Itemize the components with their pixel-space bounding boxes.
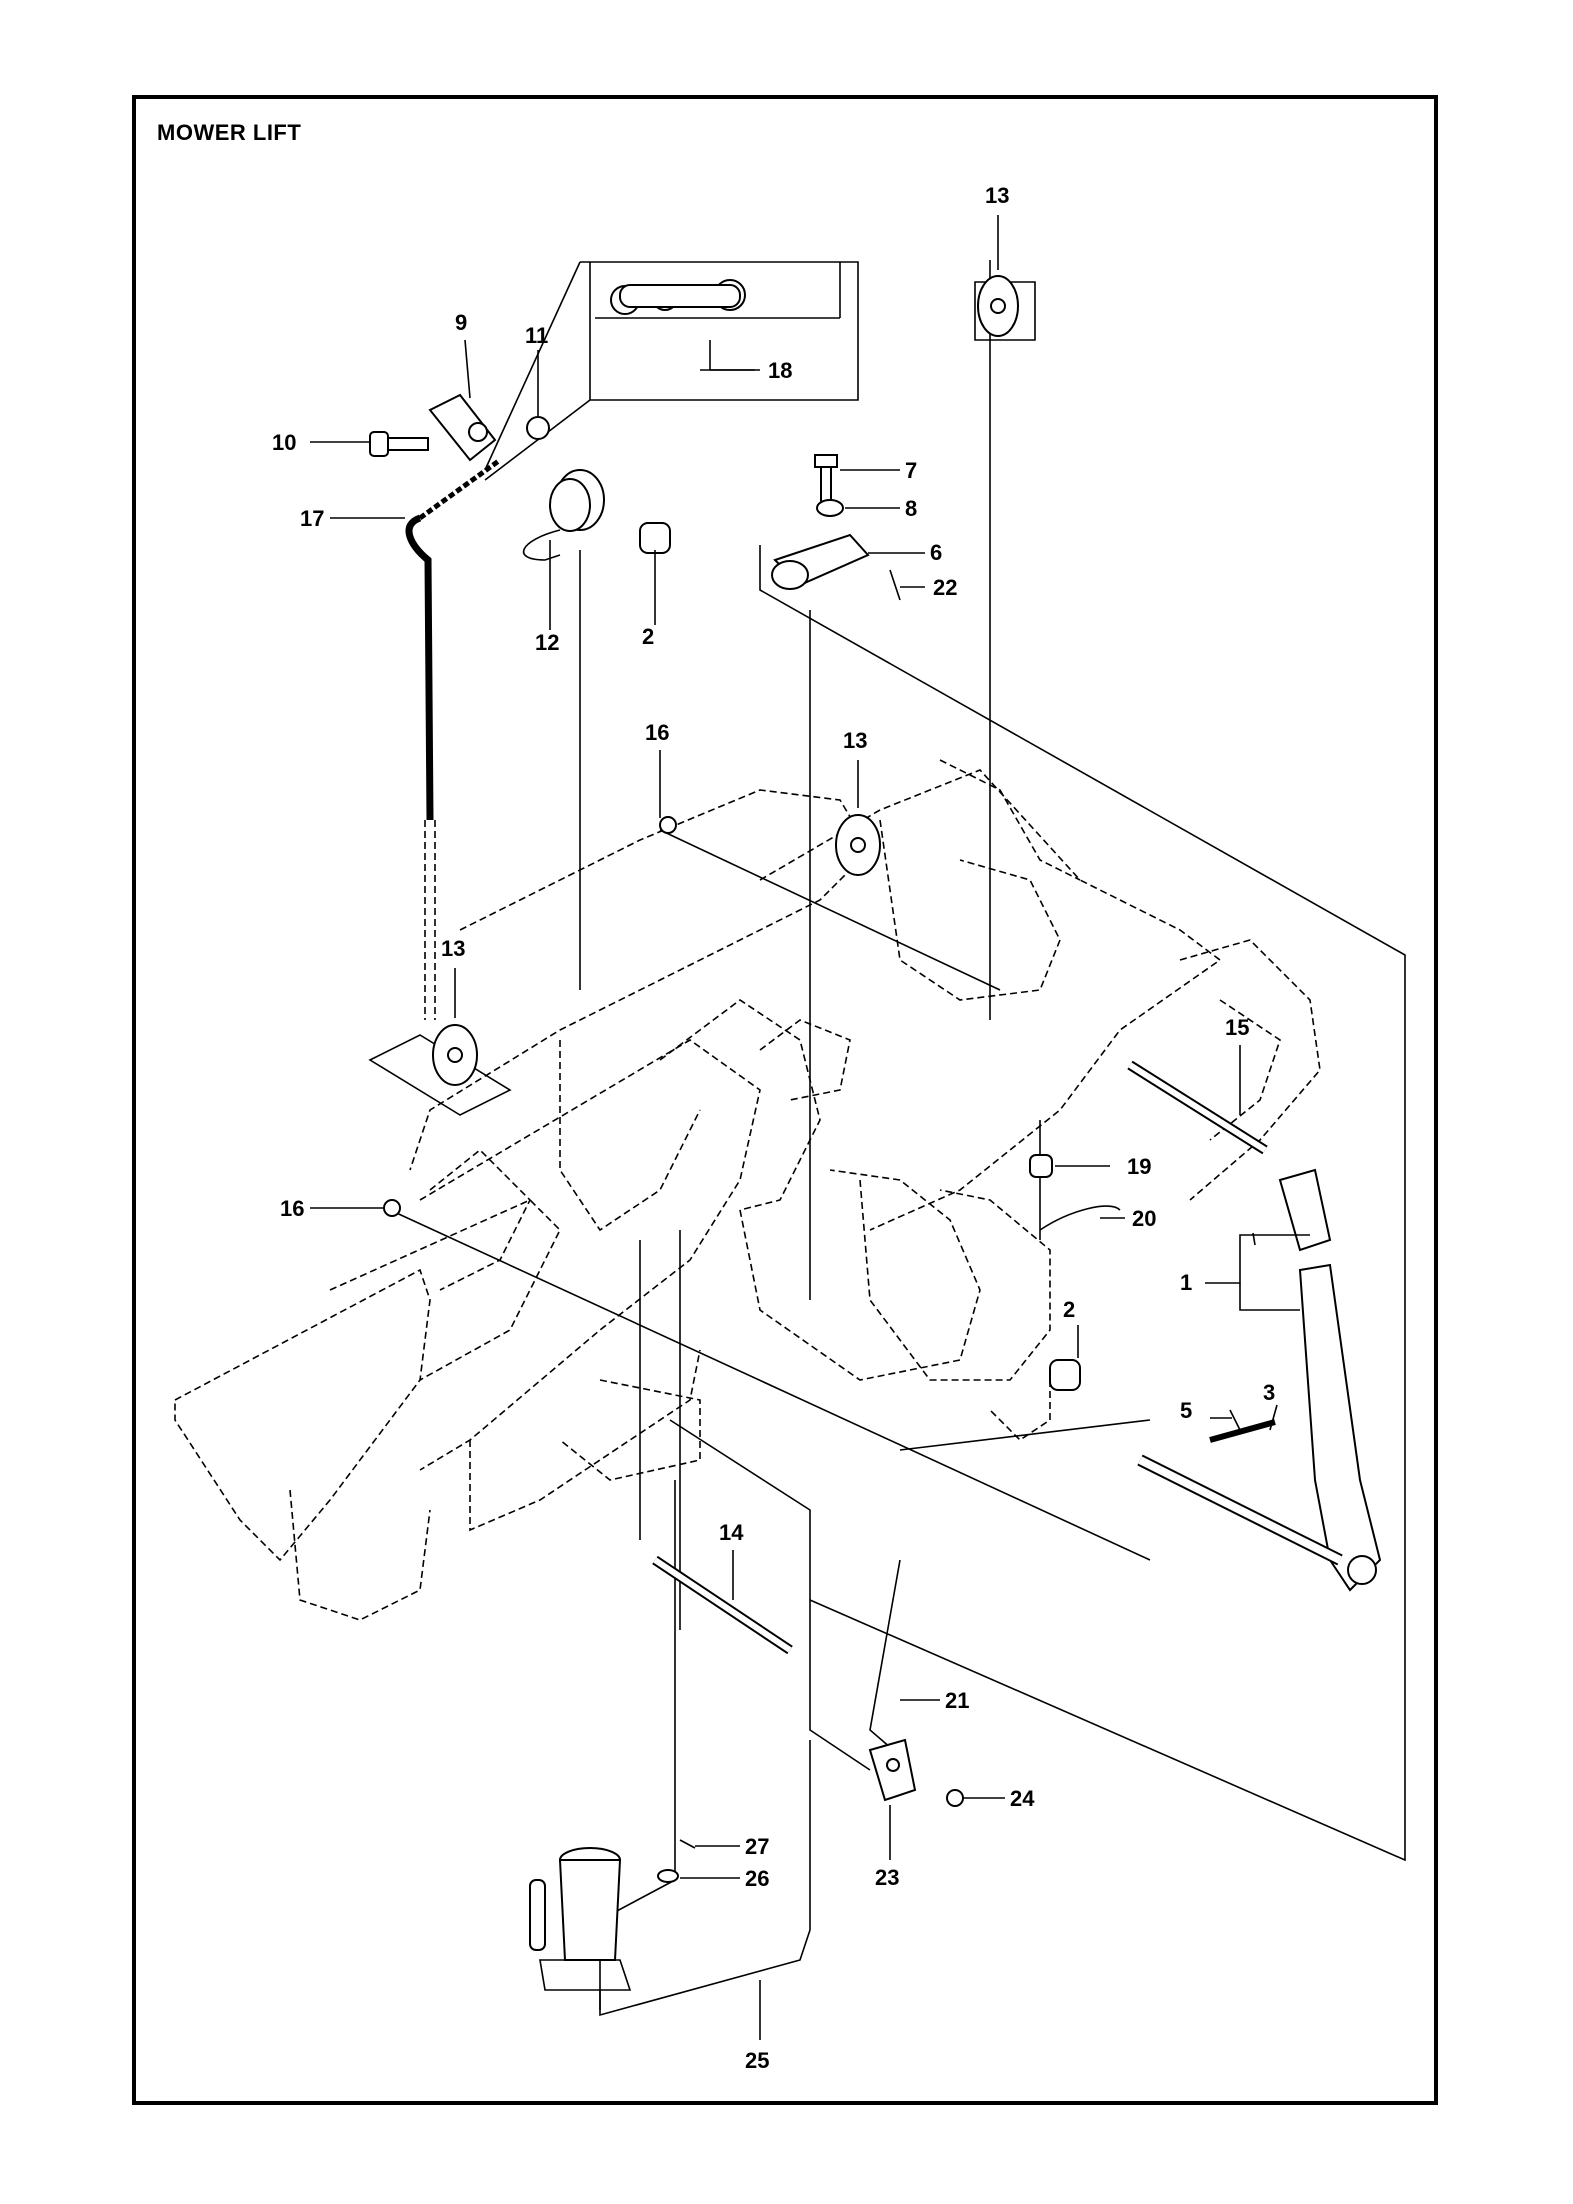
- callout-23: 23: [875, 1865, 899, 1890]
- part-pedal: [529, 1847, 632, 1991]
- part-rod-14: [652, 1555, 793, 1655]
- callout-labels: 1 2 2 3 5 6 7 8 9 10 11 12 13 13 13 14 1…: [272, 183, 1275, 2073]
- callout-10: 10: [272, 430, 296, 455]
- part-pin-3: [1209, 1419, 1276, 1443]
- part-pulley-13-middle: [835, 814, 881, 876]
- callout-16-left: 16: [280, 1196, 304, 1221]
- part-bolt-10: [369, 431, 429, 457]
- callout-12: 12: [535, 630, 559, 655]
- part-spring-12: [522, 469, 605, 561]
- part-clip-16-top: [659, 816, 677, 834]
- part-cotter-20: [1039, 1205, 1121, 1231]
- part-lever-1: [1278, 1168, 1382, 1592]
- callout-8: 8: [905, 496, 917, 521]
- callout-20: 20: [1132, 1206, 1156, 1231]
- callout-15: 15: [1225, 1015, 1249, 1040]
- part-rod-25: [599, 1929, 811, 2017]
- part-pin-22: [889, 569, 901, 601]
- callout-22: 22: [933, 575, 957, 600]
- part-bolt-7: [814, 454, 838, 503]
- callout-13-bottom: 13: [441, 936, 465, 961]
- callout-24: 24: [1010, 1786, 1035, 1811]
- diagram-title: MOWER LIFT: [157, 120, 302, 145]
- part-shaft: [1137, 1454, 1343, 1566]
- callout-5: 5: [1180, 1398, 1192, 1423]
- part-rod-15: [1127, 1060, 1268, 1155]
- part-bracket-6: [771, 533, 870, 590]
- part-screw-27: [679, 1839, 696, 1849]
- part-nut-11: [526, 416, 550, 440]
- inset-detail-box: [484, 261, 859, 481]
- callout-13-top: 13: [985, 183, 1009, 208]
- callout-16-top: 16: [645, 720, 669, 745]
- callout-11: 11: [525, 323, 548, 348]
- callout-21: 21: [945, 1688, 969, 1713]
- callout-18: 18: [768, 358, 792, 383]
- callout-leaders: [310, 215, 1310, 2040]
- callout-2-top: 2: [642, 624, 654, 649]
- part-washer-8: [816, 499, 844, 517]
- part-clip-16-left: [383, 1199, 401, 1217]
- callout-9: 9: [455, 310, 467, 335]
- callout-27: 27: [745, 1834, 769, 1859]
- callout-6: 6: [930, 540, 942, 565]
- callout-14: 14: [719, 1520, 744, 1545]
- chassis-frame: [174, 759, 1321, 1621]
- part-bushing-2-lower: [1049, 1359, 1081, 1391]
- callout-2-lower: 2: [1063, 1297, 1075, 1322]
- callout-26: 26: [745, 1866, 769, 1891]
- part-pulley-13-top: [974, 275, 1036, 341]
- callout-25: 25: [745, 2048, 769, 2073]
- part-screw-5: [1229, 1409, 1241, 1431]
- callout-17: 17: [300, 506, 324, 531]
- part-pulley-13-bottom: [368, 1024, 512, 1116]
- part-washer-26: [657, 1869, 679, 1883]
- callout-1: 1: [1180, 1270, 1192, 1295]
- part-rod-21: [869, 1559, 906, 1761]
- part-bracket-9: [428, 393, 497, 462]
- part-clip-24: [946, 1789, 964, 1807]
- diagram-border: [132, 95, 1438, 2105]
- callout-13-middle: 13: [843, 728, 867, 753]
- callout-19: 19: [1127, 1154, 1151, 1179]
- part-bushing-2-top: [639, 522, 671, 554]
- part-cable-17: [405, 457, 502, 1020]
- part-collar-19: [1029, 1154, 1053, 1178]
- callout-7: 7: [905, 458, 917, 483]
- part-arm-23: [868, 1738, 917, 1802]
- leader-lines: [389, 260, 1406, 2010]
- callout-3: 3: [1263, 1380, 1275, 1405]
